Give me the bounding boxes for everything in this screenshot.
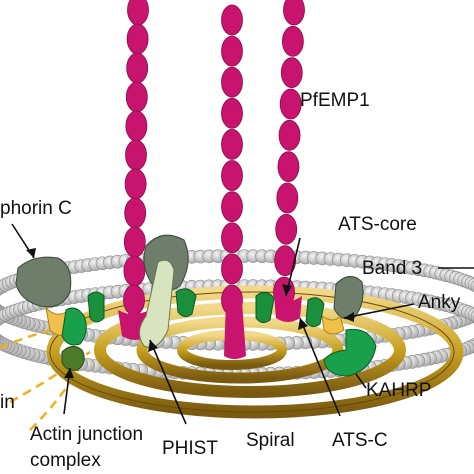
pfemp1-domain bbox=[274, 245, 297, 277]
actin-junction-label-line2: complex bbox=[30, 450, 101, 471]
phist-label: PHIST bbox=[162, 438, 218, 459]
kahrp-label: KAHRP bbox=[366, 380, 431, 401]
pfemp1-domain bbox=[124, 197, 147, 229]
pfemp1-domain bbox=[221, 191, 243, 223]
pfemp1-domain bbox=[281, 25, 304, 57]
ats-core-label: ATS-core bbox=[338, 214, 417, 235]
band3-proteins bbox=[87, 288, 325, 328]
pfemp1-domain bbox=[221, 66, 243, 98]
pfemp1-domain bbox=[123, 226, 146, 258]
pfemp1-domain bbox=[283, 0, 305, 26]
leader-arrowheads bbox=[26, 248, 354, 378]
pfemp1-domain bbox=[279, 88, 302, 120]
pfemp1-domain bbox=[126, 52, 149, 84]
pfemp1-label: PfEMP1 bbox=[300, 90, 370, 111]
lipid-head bbox=[470, 280, 474, 293]
pfemp1-domain bbox=[280, 57, 303, 89]
pfemp1-domain bbox=[275, 213, 298, 245]
pfemp1-domain bbox=[221, 35, 243, 67]
pfemp1-domain bbox=[278, 119, 301, 151]
pfemp1-domain bbox=[125, 81, 148, 113]
glycophorin-c-label: phorin C bbox=[0, 198, 72, 219]
pfemp1-domain bbox=[123, 255, 146, 287]
pfemp1-domain bbox=[123, 284, 145, 316]
spectrin-label-fragment: in bbox=[0, 392, 15, 413]
spiral-structure bbox=[46, 285, 464, 419]
kahrp-protein bbox=[61, 307, 377, 377]
phist-protein bbox=[139, 259, 175, 348]
ankyrin-label: Anky bbox=[418, 292, 461, 313]
actin-junction-label-line1: Actin junction bbox=[30, 424, 143, 445]
band3-label: Band 3 bbox=[362, 258, 422, 279]
pfemp1-domain bbox=[221, 97, 243, 129]
lipid-head bbox=[470, 310, 474, 323]
spiral-label: Spiral bbox=[246, 430, 295, 451]
pfemp1-domain bbox=[221, 129, 243, 160]
pfemp1-domain bbox=[124, 168, 147, 200]
pfemp1-domain bbox=[221, 253, 243, 285]
leader-lines bbox=[11, 223, 474, 425]
ats-c-label: ATS-C bbox=[332, 430, 388, 451]
pfemp1-domain bbox=[277, 151, 300, 183]
pfemp1-domain bbox=[221, 4, 243, 36]
pfemp1-domain bbox=[276, 182, 299, 214]
pfemp1-domain bbox=[126, 23, 149, 55]
pfemp1-domain bbox=[221, 160, 243, 191]
pfemp1-domain bbox=[125, 110, 148, 142]
pfemp1-domain bbox=[127, 0, 149, 26]
actin-junction-complex bbox=[61, 346, 85, 371]
pfemp1-domain bbox=[125, 139, 147, 171]
pfemp1-domain bbox=[221, 222, 243, 254]
